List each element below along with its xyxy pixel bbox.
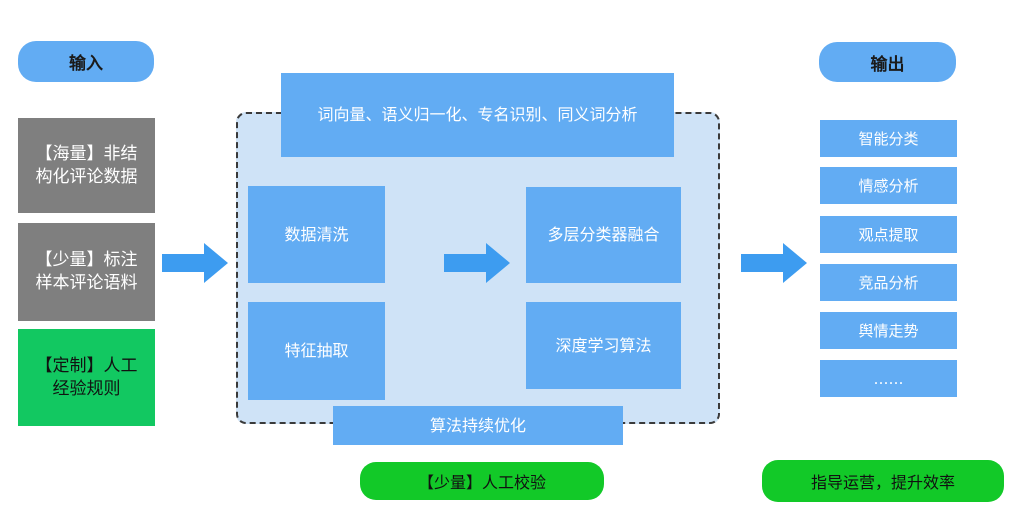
feedback-label: 【少量】人工校验 xyxy=(360,462,604,500)
input-item-annotated-samples: 【少量】标注 样本评论语料 xyxy=(18,223,155,321)
output-header: 输出 xyxy=(819,42,956,82)
step-deep-learning: 深度学习算法 xyxy=(526,302,681,389)
step-feature-extraction: 特征抽取 xyxy=(248,302,385,400)
output-item: …… xyxy=(820,360,957,397)
arrow-right-icon xyxy=(741,243,809,283)
output-item: 观点提取 xyxy=(820,216,957,253)
output-item: 情感分析 xyxy=(820,167,957,204)
step-multilayer-classifier: 多层分类器融合 xyxy=(526,187,681,283)
output-item: 竞品分析 xyxy=(820,264,957,301)
arrow-right-icon xyxy=(444,243,512,283)
process-bottom-label: 算法持续优化 xyxy=(333,406,623,445)
arrow-right-icon xyxy=(162,243,230,283)
step-data-cleaning: 数据清洗 xyxy=(248,186,385,283)
result-label: 指导运营，提升效率 xyxy=(762,460,1004,502)
input-header: 输入 xyxy=(18,41,154,82)
output-item: 舆情走势 xyxy=(820,312,957,349)
process-top-label: 词向量、语义归一化、专名识别、同义词分析 xyxy=(281,73,674,157)
input-item-custom-rules: 【定制】人工 经验规则 xyxy=(18,329,155,426)
input-item-unstructured-data: 【海量】非结 构化评论数据 xyxy=(18,118,155,213)
output-item: 智能分类 xyxy=(820,120,957,157)
